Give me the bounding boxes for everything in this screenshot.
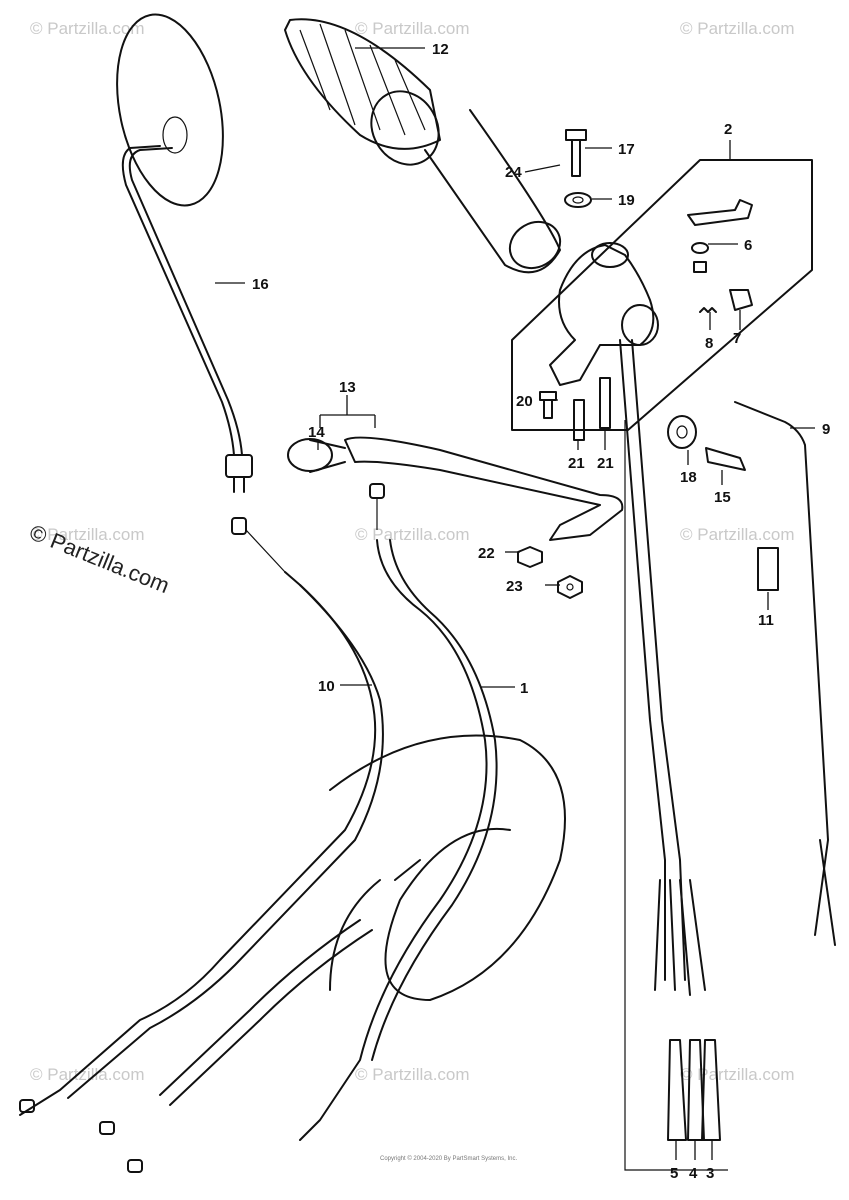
part-label-20: 20: [516, 393, 533, 410]
bolt-17: [565, 129, 587, 177]
screw-20: [539, 391, 557, 419]
washer-19: [564, 192, 592, 208]
part-label-21b: 21: [597, 455, 614, 472]
cable-clamp-11: [757, 547, 779, 591]
part-label-23: 23: [506, 578, 523, 595]
part-label-9: 9: [822, 421, 830, 438]
watermark-text: © Partzilla.com: [680, 525, 795, 544]
part-label-3: 3: [706, 1165, 714, 1182]
part-label-17: 17: [618, 141, 635, 158]
part-label-6: 6: [744, 237, 752, 254]
nut-22: [517, 546, 543, 568]
part-label-7: 7: [733, 330, 741, 347]
part-label-5: 5: [670, 1165, 678, 1182]
switch-15: [705, 447, 746, 471]
part-label-18: 18: [680, 469, 697, 486]
watermark-text: © Partzilla.com: [30, 1065, 145, 1084]
spring-8: [699, 307, 717, 313]
part-label-13: 13: [339, 379, 356, 396]
screw-21a: [573, 399, 585, 441]
grip-assembly: [284, 18, 562, 274]
clutch-lever: [287, 436, 624, 541]
part-label-22: 22: [478, 545, 495, 562]
throttle-cable-1: [99, 483, 566, 1173]
watermark-text: © Partzilla.com: [355, 525, 470, 544]
switch-part-6: [687, 199, 753, 273]
part-label-11: 11: [758, 612, 774, 629]
switch-housing: [511, 159, 813, 431]
wire-harness-9: [734, 401, 836, 946]
part-label-16: 16: [252, 276, 269, 293]
watermark-text: © Partzilla.com: [30, 19, 145, 38]
clutch-cable-10: [19, 517, 384, 1116]
part-labels: 12 24 17 19 2 6 8 7 9 16 13 14 20 21 21 …: [252, 41, 830, 1182]
copyright-line: Copyright © 2004-2020 By PartSmart Syste…: [380, 1155, 517, 1162]
nut-23: [557, 575, 583, 599]
watermark-layer: © Partzilla.com © Partzilla.com © Partzi…: [30, 19, 795, 1084]
watermark-text: © Partzilla.com: [680, 1065, 795, 1084]
part-label-10: 10: [318, 678, 335, 695]
watermark-text: © Partzilla.com: [680, 19, 795, 38]
watermark-text: © Partzilla.com: [30, 525, 145, 544]
leader-lines: [215, 47, 815, 1160]
bracket-line-2: [624, 420, 728, 1171]
part-label-14: 14: [308, 424, 325, 441]
watermark-text: © Partzilla.com: [355, 19, 470, 38]
grommet-18: [667, 415, 697, 449]
main-harness: [619, 339, 706, 996]
part-label-8: 8: [705, 335, 713, 352]
screw-21b: [599, 377, 611, 429]
part-label-21a: 21: [568, 455, 585, 472]
part-label-2: 2: [724, 121, 732, 138]
part-label-12: 12: [432, 41, 449, 58]
part-label-15: 15: [714, 489, 731, 506]
switch-part-7: [729, 289, 753, 311]
watermark-text: © Partzilla.com: [355, 1065, 470, 1084]
part-label-19: 19: [618, 192, 635, 209]
mirror-assembly: [116, 13, 253, 493]
part-label-4: 4: [689, 1165, 698, 1182]
connectors-3-4-5: [667, 1039, 721, 1141]
part-label-1: 1: [520, 680, 528, 697]
part-label-24: 24: [505, 164, 522, 181]
